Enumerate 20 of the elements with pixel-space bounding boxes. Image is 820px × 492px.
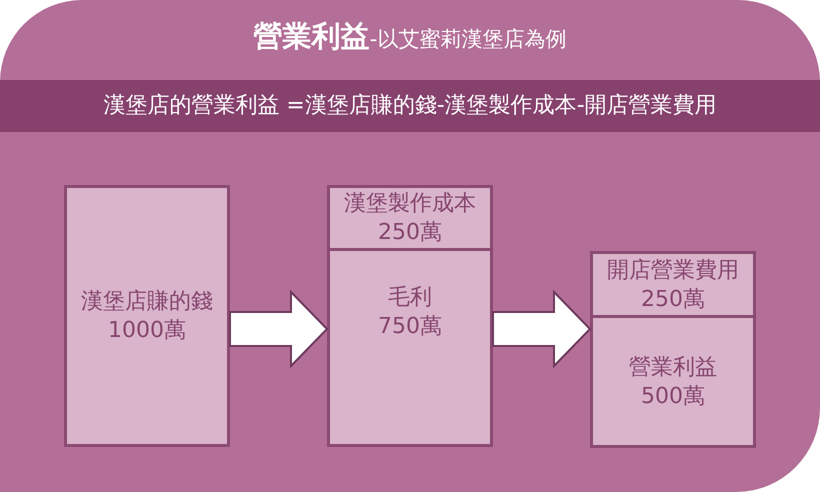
amount-box: [590, 251, 756, 318]
amount-label: 750萬: [378, 313, 442, 341]
formula-band: [0, 80, 820, 132]
category-label: 漢堡店賺的錢: [81, 288, 213, 316]
amount-label: 1000萬: [108, 317, 186, 345]
amount-box: [327, 251, 493, 447]
category-label: 毛利: [388, 284, 432, 312]
amount-box: [590, 318, 756, 448]
category-label: 開店營業費用: [607, 256, 739, 284]
formula-text: 漢堡店的營業利益 =漢堡店賺的錢-漢堡製作成本-開店營業費用: [103, 92, 717, 120]
category-label: 營業利益: [629, 354, 717, 382]
amount-box: [64, 185, 230, 447]
panel-title: 營業利益-以艾蜜莉漢堡店為例: [254, 18, 566, 55]
block-arrow: [492, 290, 592, 368]
amount-label: 250萬: [378, 219, 442, 247]
amount-box: [327, 185, 493, 251]
block-arrow: [229, 290, 328, 368]
amount-label: 500萬: [641, 382, 705, 410]
category-label: 漢堡製作成本: [344, 190, 476, 218]
amount-label: 250萬: [641, 286, 705, 314]
